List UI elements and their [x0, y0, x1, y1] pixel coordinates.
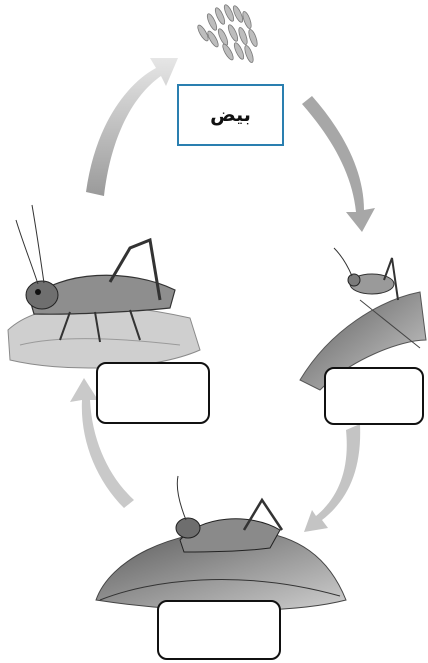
- adult-answer-box[interactable]: [96, 362, 210, 424]
- adult-grasshopper-icon: [7, 204, 201, 369]
- eggs-label-box: بيض: [177, 84, 284, 146]
- eggs-icon: [197, 4, 258, 63]
- young-grasshopper-icon: [95, 475, 347, 612]
- eggs-label: بيض: [210, 104, 251, 126]
- cycle-arrow-icon: [70, 58, 375, 532]
- nymph-answer-box[interactable]: [324, 367, 424, 425]
- young-answer-box[interactable]: [157, 600, 281, 660]
